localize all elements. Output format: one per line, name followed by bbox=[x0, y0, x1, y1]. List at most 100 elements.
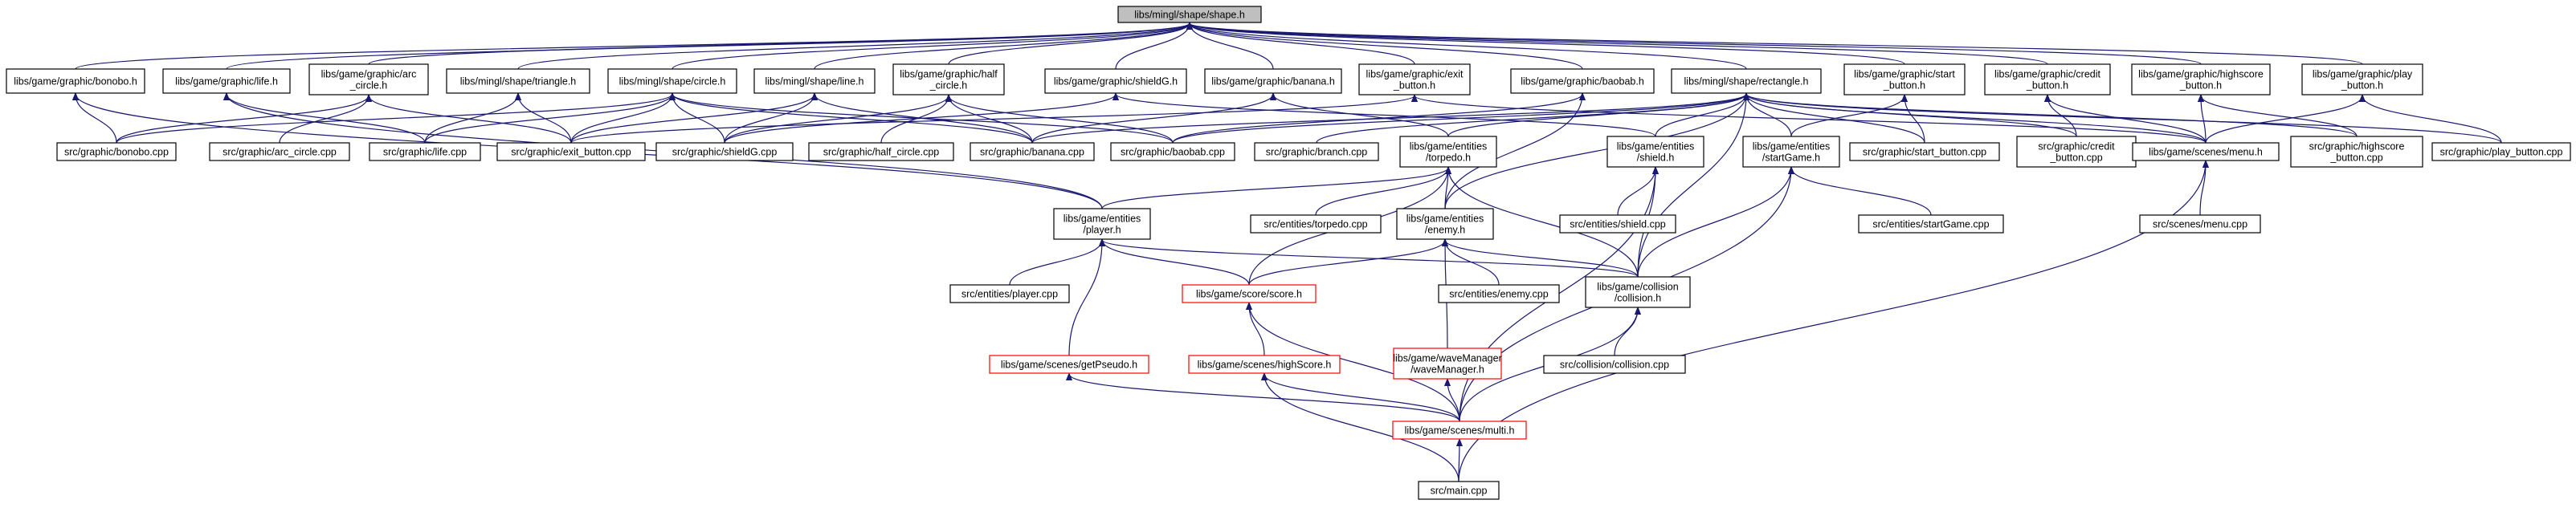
edge-enemy-h-to-rectangle-h bbox=[1444, 94, 1746, 209]
node-baobab-cpp[interactable]: src/graphic/baobab.cpp bbox=[1110, 142, 1235, 161]
node-label: src/entities/startGame.cpp bbox=[1872, 219, 1989, 230]
node-half-circle-cpp[interactable]: src/graphic/half_circle.cpp bbox=[808, 142, 954, 161]
node-box bbox=[1858, 214, 2004, 234]
node-label: libs/game/collision bbox=[1597, 282, 1678, 293]
node-arc-circle-cpp[interactable]: src/graphic/arc_circle.cpp bbox=[209, 142, 350, 161]
edge-exit-button-cpp-to-line-h bbox=[570, 94, 814, 144]
node-label: _button.cpp bbox=[2329, 152, 2382, 164]
node-highscore-button-cpp[interactable]: src/graphic/highscore_button.cpp bbox=[2290, 136, 2423, 168]
edge-score-h-to-player-h bbox=[1102, 240, 1250, 286]
node-label: libs/game/entities bbox=[1753, 141, 1831, 152]
node-bonobo-h[interactable]: libs/game/graphic/bonobo.h bbox=[6, 68, 145, 94]
node-arc-circle-h[interactable]: libs/game/graphic/arc_circle.h bbox=[308, 63, 429, 96]
node-label: libs/mingl/shape/shape.h bbox=[1134, 10, 1245, 21]
node-getPseudo-h[interactable]: libs/game/scenes/getPseudo.h bbox=[989, 355, 1149, 374]
edge-startGame-cpp-to-startGame-h bbox=[1791, 168, 1932, 216]
node-baobab-h[interactable]: libs/game/graphic/baobab.h bbox=[1510, 68, 1655, 94]
node-branch-cpp[interactable]: src/graphic/branch.cpp bbox=[1254, 142, 1379, 161]
node-box bbox=[2016, 136, 2137, 168]
node-torpedo-h[interactable]: libs/game/entities/torpedo.h bbox=[1399, 136, 1497, 168]
node-triangle-h[interactable]: libs/mingl/shape/triangle.h bbox=[446, 68, 590, 94]
node-shield-h[interactable]: libs/game/entities/shield.h bbox=[1606, 136, 1704, 168]
node-credit-button-h[interactable]: libs/game/graphic/credit_button.h bbox=[1984, 63, 2111, 96]
node-menu-cpp[interactable]: src/scenes/menu.cpp bbox=[2139, 214, 2261, 234]
node-collision-cpp[interactable]: src/collision/collision.cpp bbox=[1543, 355, 1686, 374]
node-line-h[interactable]: libs/mingl/shape/line.h bbox=[753, 68, 876, 94]
node-label: src/entities/shield.cpp bbox=[1570, 219, 1666, 230]
node-label: libs/game/graphic/start bbox=[1854, 69, 1955, 80]
node-box bbox=[1392, 421, 1527, 440]
edge-exit-button-cpp-to-exit-button-h bbox=[570, 96, 1415, 144]
node-player-cpp[interactable]: src/entities/player.cpp bbox=[949, 284, 1070, 303]
node-life-h[interactable]: libs/game/graphic/life.h bbox=[162, 68, 291, 94]
node-multi-h[interactable]: libs/game/scenes/multi.h bbox=[1392, 421, 1527, 440]
node-enemy-h[interactable]: libs/game/entities/enemy.h bbox=[1396, 208, 1494, 240]
node-label: libs/mingl/shape/triangle.h bbox=[460, 76, 577, 87]
node-banana-cpp[interactable]: src/graphic/banana.cpp bbox=[970, 142, 1095, 161]
node-exit-button-cpp[interactable]: src/graphic/exit_button.cpp bbox=[496, 142, 646, 161]
node-label: src/collision/collision.cpp bbox=[1560, 360, 1669, 371]
node-label: _button.h bbox=[2341, 80, 2383, 91]
node-shieldG-h[interactable]: libs/game/graphic/shieldG.h bbox=[1044, 68, 1187, 94]
node-enemy-cpp[interactable]: src/entities/enemy.cpp bbox=[1438, 284, 1560, 303]
node-player-h[interactable]: libs/game/entities/player.h bbox=[1053, 208, 1151, 240]
edge-baobab-cpp-to-half-circle-h bbox=[949, 96, 1174, 144]
node-collision-h[interactable]: libs/game/collision/collision.h bbox=[1585, 276, 1691, 308]
node-label: _button.cpp bbox=[2049, 152, 2102, 164]
node-half-circle-h[interactable]: libs/game/graphic/half_circle.h bbox=[892, 63, 1005, 96]
node-highscore-button-h[interactable]: libs/game/graphic/highscore_button.h bbox=[2131, 63, 2271, 96]
node-startGame-cpp[interactable]: src/entities/startGame.cpp bbox=[1858, 214, 2004, 234]
node-label: src/scenes/menu.cpp bbox=[2153, 219, 2247, 230]
node-exit-button-h[interactable]: libs/game/graphic/exit_button.h bbox=[1358, 63, 1471, 96]
node-score-h[interactable]: libs/game/score/score.h bbox=[1182, 284, 1317, 303]
edge-highscore-button-cpp-to-rectangle-h bbox=[1746, 94, 2358, 137]
edge-baobab-h-to-shape-h bbox=[1190, 23, 1583, 70]
node-torpedo-cpp[interactable]: src/entities/torpedo.cpp bbox=[1250, 214, 1382, 234]
node-box bbox=[6, 68, 145, 94]
node-credit-button-cpp[interactable]: src/graphic/credit_button.cpp bbox=[2016, 136, 2137, 168]
node-box bbox=[1984, 63, 2111, 96]
node-play-button-h[interactable]: libs/game/graphic/play_button.h bbox=[2301, 63, 2423, 96]
node-highScore-h[interactable]: libs/game/scenes/highScore.h bbox=[1188, 355, 1341, 374]
edge-menu-h-to-credit-button-h bbox=[2047, 96, 2207, 144]
node-box bbox=[209, 142, 350, 161]
node-main-cpp[interactable]: src/main.cpp bbox=[1418, 481, 1500, 500]
node-startGame-h[interactable]: libs/game/entities/startGame.h bbox=[1742, 136, 1840, 168]
node-waveManager-h[interactable]: libs/game/waveManager/waveManager.h bbox=[1393, 347, 1502, 380]
node-play-button-cpp[interactable]: src/graphic/play_button.cpp bbox=[2431, 142, 2571, 161]
node-circle-h[interactable]: libs/mingl/shape/circle.h bbox=[607, 68, 737, 94]
node-banana-h[interactable]: libs/game/graphic/banana.h bbox=[1204, 68, 1342, 94]
node-start-button-cpp[interactable]: src/graphic/start_button.cpp bbox=[1849, 142, 2000, 161]
node-label: libs/game/scenes/menu.h bbox=[2149, 147, 2263, 158]
node-bonobo-cpp[interactable]: src/graphic/bonobo.cpp bbox=[56, 142, 177, 161]
edge-bonobo-cpp-to-arc-circle-h bbox=[116, 96, 369, 144]
node-label: libs/game/scenes/multi.h bbox=[1405, 425, 1515, 437]
node-shieldG-cpp[interactable]: src/graphic/shieldG.cpp bbox=[655, 142, 794, 161]
node-box bbox=[1399, 136, 1497, 168]
node-rectangle-h[interactable]: libs/mingl/shape/rectangle.h bbox=[1671, 68, 1822, 94]
edge-life-cpp-to-triangle-h bbox=[424, 94, 518, 144]
node-life-cpp[interactable]: src/graphic/life.cpp bbox=[369, 142, 481, 161]
node-label: libs/game/entities bbox=[1410, 141, 1488, 152]
node-box bbox=[1044, 68, 1187, 94]
node-shield-cpp[interactable]: src/entities/shield.cpp bbox=[1559, 214, 1676, 234]
node-box bbox=[496, 142, 646, 161]
node-box bbox=[1117, 6, 1262, 23]
edge-shieldG-cpp-to-circle-h bbox=[672, 94, 725, 144]
node-box bbox=[1188, 355, 1341, 374]
edge-highscore-button-h-to-shape-h bbox=[1190, 23, 2202, 65]
edge-half-circle-h-to-shape-h bbox=[948, 23, 1190, 65]
edge-multi-h-to-getPseudo-h bbox=[1069, 374, 1460, 422]
node-box bbox=[369, 142, 481, 161]
node-label: libs/game/scenes/highScore.h bbox=[1198, 360, 1332, 371]
node-label: libs/game/graphic/arc bbox=[321, 69, 417, 80]
node-shape-h[interactable]: libs/mingl/shape/shape.h bbox=[1117, 6, 1262, 23]
node-label: src/entities/player.cpp bbox=[961, 289, 1058, 300]
node-label: _button.h bbox=[1883, 80, 1925, 91]
node-label: _circle.h bbox=[929, 80, 968, 91]
node-start-button-h[interactable]: libs/game/graphic/start_button.h bbox=[1843, 63, 1966, 96]
edge-rectangle-h-to-shape-h bbox=[1190, 23, 1747, 70]
node-label: src/graphic/life.cpp bbox=[383, 147, 467, 158]
node-menu-h[interactable]: libs/game/scenes/menu.h bbox=[2132, 142, 2280, 161]
edge-bonobo-cpp-to-bonobo-h bbox=[76, 94, 117, 144]
